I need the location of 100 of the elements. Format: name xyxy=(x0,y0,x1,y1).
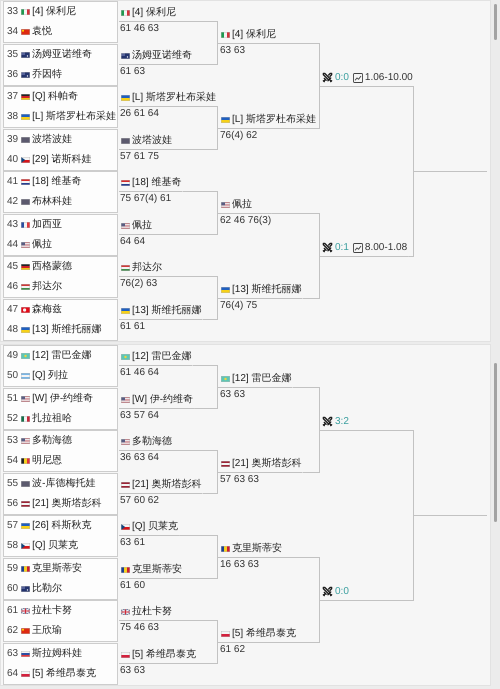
player-name: 克里斯蒂安 xyxy=(132,564,182,576)
bracket-line xyxy=(176,21,220,44)
bracket-line xyxy=(196,642,220,664)
draw-number: 42 xyxy=(7,196,18,208)
draw-number: 55 xyxy=(7,478,18,490)
player-pair-box xyxy=(3,515,118,557)
draw-number: 41 xyxy=(7,176,18,188)
player-name: 佩拉 xyxy=(132,220,152,232)
player-name: [4] 保利尼 xyxy=(132,6,176,18)
player-name: [4] 保利尼 xyxy=(232,28,276,40)
player-pair-box xyxy=(3,256,118,298)
bracket-line xyxy=(152,213,220,235)
match-score: 57 63 63 xyxy=(219,474,259,486)
bracket-line xyxy=(172,620,220,643)
player-pair-box xyxy=(3,558,118,600)
match-score: 63 63 xyxy=(119,665,146,677)
match-score: 26 61 64 xyxy=(119,108,159,120)
draw-number: 38 xyxy=(7,111,18,123)
draw-number: 33 xyxy=(7,6,18,18)
player-name: 袁悦 xyxy=(32,26,52,38)
player-name: 克里斯蒂安 xyxy=(32,563,82,575)
draw-number: 49 xyxy=(7,350,18,362)
player-name: [29] 诺斯科娃 xyxy=(32,154,92,166)
player-pair-box xyxy=(3,171,118,213)
player-name: 波塔波娃 xyxy=(32,134,72,146)
bracket-line xyxy=(182,557,220,579)
draw-number: 48 xyxy=(7,324,18,336)
player-name: [4] 保利尼 xyxy=(32,6,76,18)
draw-number: 63 xyxy=(7,648,18,660)
player-pair-box xyxy=(3,473,118,515)
draw-number: 61 xyxy=(7,605,18,617)
draw-number: 52 xyxy=(7,413,18,425)
player-name: 加西亚 xyxy=(32,219,62,231)
match-score: 61 60 xyxy=(119,580,146,592)
betting-odds: 8.00-1.08 xyxy=(364,242,408,254)
player-pair-box xyxy=(3,1,118,43)
player-name: 多勒海德 xyxy=(132,436,172,448)
bracket-line xyxy=(182,191,220,214)
match-score: 75 46 63 xyxy=(119,622,159,634)
player-name: [21] 奥斯塔彭科 xyxy=(32,498,102,510)
player-name: [L] 斯塔罗杜布采娃 xyxy=(32,111,116,123)
match-score: 16 63 63 xyxy=(219,559,259,571)
player-name: 森梅兹 xyxy=(32,304,62,316)
bracket-panel xyxy=(0,0,491,342)
player-name: [L] 斯塔罗杜布采娃 xyxy=(232,114,316,126)
player-name: [W] 伊-约维奇 xyxy=(32,393,94,405)
player-name: 乔因特 xyxy=(32,69,62,81)
bracket-line xyxy=(296,600,322,643)
bracket-line xyxy=(302,430,322,473)
match-score: 61 62 xyxy=(219,644,246,656)
draw-number: 37 xyxy=(7,91,18,103)
bracket-line xyxy=(282,557,322,601)
draw-number: 51 xyxy=(7,393,18,405)
player-name: [Q] 列拉 xyxy=(32,370,68,382)
player-name: [18] 维基奇 xyxy=(32,176,82,188)
player-pair-box xyxy=(3,44,118,86)
bracket-line xyxy=(270,213,322,257)
bracket-line xyxy=(172,450,220,473)
bracket-line xyxy=(202,298,220,320)
bracket-line xyxy=(408,171,488,257)
player-name: 明尼恩 xyxy=(32,455,62,467)
match-score: 57 60 62 xyxy=(119,495,159,507)
match-score: 63 63 xyxy=(219,389,246,401)
betting-odds: 1.06-10.00 xyxy=(364,72,413,84)
player-name: [13] 斯维托丽娜 xyxy=(232,284,302,296)
draw-number: 56 xyxy=(7,498,18,510)
player-pair-box xyxy=(3,388,118,430)
draw-number: 36 xyxy=(7,69,18,81)
head-to-head-score: 0:1 xyxy=(335,242,349,254)
player-name: 波-库德梅托娃 xyxy=(32,478,96,490)
draw-number: 46 xyxy=(7,281,18,293)
match-score: 76(4) 75 xyxy=(219,300,258,312)
player-name: [5] 希维昂泰克 xyxy=(32,668,96,680)
bracket-line xyxy=(192,365,220,388)
player-name: 拉杜卡努 xyxy=(32,605,72,617)
match-score: 63 61 xyxy=(119,537,146,549)
bracket-line xyxy=(316,86,322,129)
bracket-line xyxy=(162,276,220,299)
player-name: [18] 维基奇 xyxy=(132,176,182,188)
player-name: 佩拉 xyxy=(232,198,252,210)
player-name: 斯拉姆科娃 xyxy=(32,648,82,660)
draw-number: 64 xyxy=(7,668,18,680)
player-name: 波塔波娃 xyxy=(132,134,172,146)
player-name: 拉杜卡努 xyxy=(132,606,172,618)
player-name: [Q] 贝莱克 xyxy=(32,540,78,552)
player-name: 扎拉祖哈 xyxy=(32,413,72,425)
match-score: 61 46 64 xyxy=(119,367,159,379)
draw-number: 58 xyxy=(7,540,18,552)
player-pair-box xyxy=(3,86,118,128)
bracket-panel xyxy=(0,344,491,686)
player-pair-box xyxy=(3,214,118,256)
player-pair-box xyxy=(3,600,118,642)
head-to-head-score: 0:0 xyxy=(335,72,349,84)
player-name: 汤姆亚诺维奇 xyxy=(132,50,192,62)
match-score: 57 61 75 xyxy=(119,151,159,163)
player-pair-box xyxy=(3,643,118,685)
player-pair-box xyxy=(3,129,118,171)
bracket-line xyxy=(216,106,220,129)
player-name: [21] 奥斯塔彭科 xyxy=(132,478,202,490)
player-name: [12] 雷巴金娜 xyxy=(232,372,292,384)
